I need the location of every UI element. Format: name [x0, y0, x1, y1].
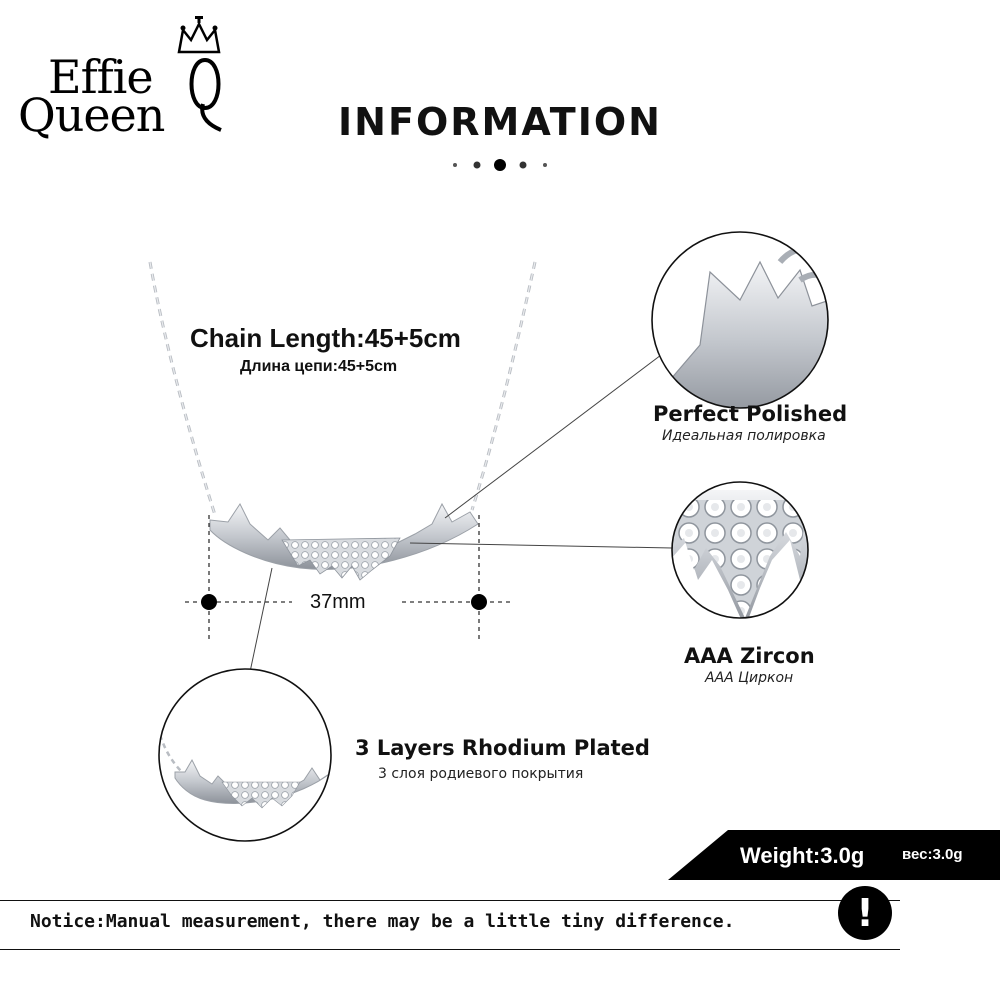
chain-right: [470, 261, 537, 511]
notice-banner: [0, 900, 900, 950]
width-dimension: [185, 515, 512, 640]
brand-line-2: Queen: [18, 88, 165, 142]
weight-label-ru: вес:3.0g: [902, 846, 963, 863]
chain-length-label: Chain Length:45+5cm: [190, 323, 461, 353]
pointer-lines: [249, 351, 673, 673]
title-dots-decoration: [453, 159, 547, 171]
width-label: 37mm: [310, 591, 366, 613]
feature-zircon-title: AAA Zircon: [684, 644, 815, 668]
brand-logo: Effie Queen: [10, 10, 240, 142]
chain-length-label-ru: Длина цепи:45+5cm: [240, 358, 398, 375]
feature-zircon-subtitle: AAA Циркон: [705, 670, 794, 686]
page-title: INFORMATION: [338, 100, 662, 144]
brand-line-1: Effie: [48, 50, 154, 104]
chain-left: [148, 261, 217, 516]
feature-rhodium-title: 3 Layers Rhodium Plated: [355, 736, 650, 760]
feature-polished-subtitle: Идеальная полировка: [662, 428, 826, 444]
q-flourish-icon: [189, 57, 222, 132]
weight-banner: [668, 830, 1000, 880]
exclamation-icon: !: [838, 886, 892, 940]
detail-zircon-view: [671, 481, 809, 619]
detail-rhodium-view: [158, 668, 332, 842]
feature-rhodium-subtitle: 3 слоя родиевого покрытия: [378, 766, 584, 782]
crown-icon: [177, 16, 221, 54]
notice-text: Notice:Manual measurement, there may be …: [30, 911, 735, 932]
feature-polished-title: Perfect Polished: [653, 402, 848, 426]
pendant-bar: [209, 502, 479, 581]
detail-polished-view: [651, 231, 829, 409]
weight-label: Weight:3.0g: [740, 843, 865, 868]
